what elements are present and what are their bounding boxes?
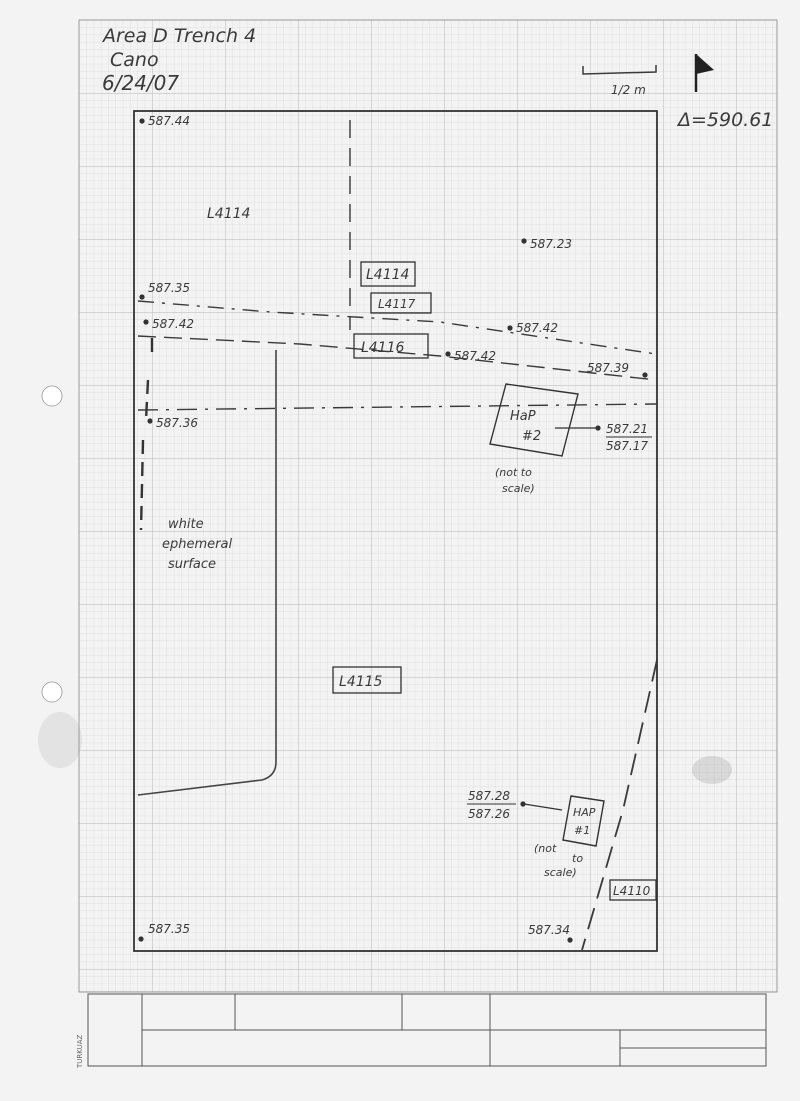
surface-note: ephemeral: [162, 537, 232, 552]
elevation-label: 587.23: [530, 237, 572, 251]
hap-note: scale): [502, 482, 535, 495]
hap-note: to: [572, 852, 583, 865]
hap-1-box: [562, 795, 605, 847]
binder-hole-icon: [41, 385, 63, 407]
elevation-label: 587.34: [528, 923, 570, 937]
header-line-3: 6/24/07: [102, 71, 179, 95]
elevation-label: 587.21: [606, 422, 648, 436]
flag-arrow-icon: [694, 54, 714, 92]
hap-note: scale): [544, 866, 577, 879]
hap-note: (not: [534, 842, 557, 855]
locus-boundaries: [137, 120, 658, 951]
scale-bar: [582, 65, 657, 75]
locus-label: L4117: [378, 297, 416, 311]
header-line-1: Area D Trench 4: [101, 25, 256, 47]
hap-label: #2: [522, 429, 541, 444]
locus-label: L4114: [207, 206, 250, 222]
locus-label: L4110: [613, 884, 651, 898]
hap-label: HAP: [573, 806, 596, 819]
hap-2-box: [489, 383, 579, 457]
elevation-label: 587.17: [606, 439, 648, 453]
elevation-points: [138, 118, 648, 943]
elevation-label: 587.39: [587, 361, 629, 375]
elevation-label: 587.28: [468, 789, 510, 803]
elevation-label: 587.35: [148, 281, 190, 295]
locus-label: L4115: [339, 674, 383, 690]
datum-label: Δ=590.61: [676, 109, 773, 131]
elevation-label: 587.36: [156, 416, 198, 430]
title-block: [87, 993, 767, 1067]
elevation-label: 587.44: [148, 114, 190, 128]
grid-area: [79, 20, 777, 992]
elevation-label: 587.42: [454, 349, 496, 363]
hap-note: (not to: [495, 466, 532, 479]
elevation-label: 587.26: [468, 807, 510, 821]
surface-note: surface: [168, 557, 216, 572]
header-line-2: Cano: [110, 49, 159, 71]
locus-label: L4114: [366, 267, 409, 283]
elevation-label: 587.42: [152, 317, 194, 331]
trench-outline: [133, 110, 658, 952]
hap-label: #1: [574, 824, 590, 837]
scale-bar-label: 1/2 m: [611, 83, 646, 97]
binder-hole-icon: [41, 681, 63, 703]
hap-label: HaP: [510, 409, 536, 424]
elevation-label: 587.35: [148, 922, 190, 936]
white-surface-boundary: [137, 350, 277, 796]
elevation-label: 587.42: [516, 321, 558, 335]
paper-brand: TURKUAZ: [76, 1034, 84, 1069]
locus-label: L4116: [361, 340, 405, 356]
surface-note: white: [168, 517, 204, 532]
